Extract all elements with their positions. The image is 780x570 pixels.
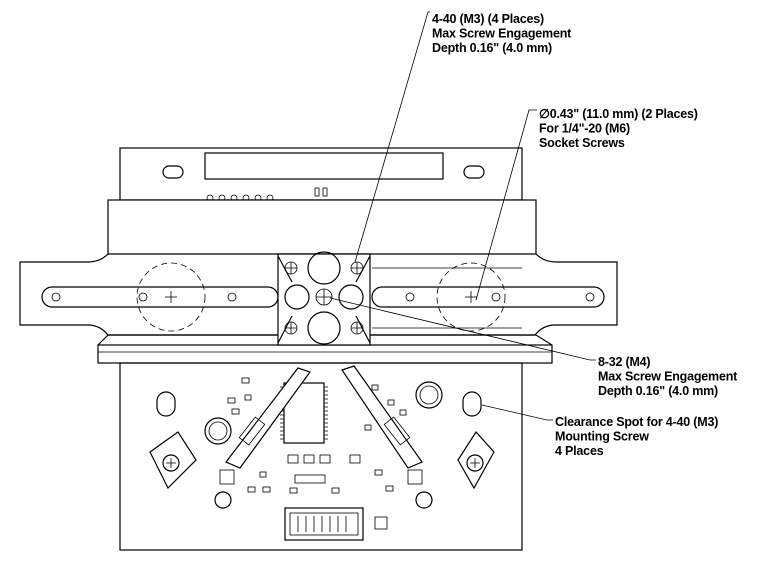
m3-holes [284, 261, 364, 335]
flexure-slots [41, 267, 605, 329]
leader-lines [329, 11, 596, 421]
sensor-arms [225, 365, 423, 469]
top-plate [119, 147, 523, 202]
callout-clearance: Clearance Spot for 4-40 (M3) Mounting Sc… [555, 415, 721, 458]
round-components [204, 381, 443, 509]
callouts: 4-40 (M3) (4 Places) Max Screw Engagemen… [432, 12, 740, 458]
m4-hole [315, 288, 333, 306]
counterbore-holes [136, 262, 506, 332]
pcb-board [119, 362, 523, 551]
callout-counterbore: ∅0.43" (11.0 mm) (2 Places) For 1/4"-20 … [539, 107, 701, 150]
callout-m4-hole: 8-32 (M4) Max Screw Engagement Depth 0.1… [598, 355, 740, 398]
screw-mounts [149, 431, 495, 490]
center-block [277, 251, 371, 346]
smd-components [219, 377, 423, 530]
connector-pins [206, 187, 328, 202]
connector-block [284, 507, 364, 541]
callout-m3-holes: 4-40 (M3) (4 Places) Max Screw Engagemen… [432, 12, 574, 55]
